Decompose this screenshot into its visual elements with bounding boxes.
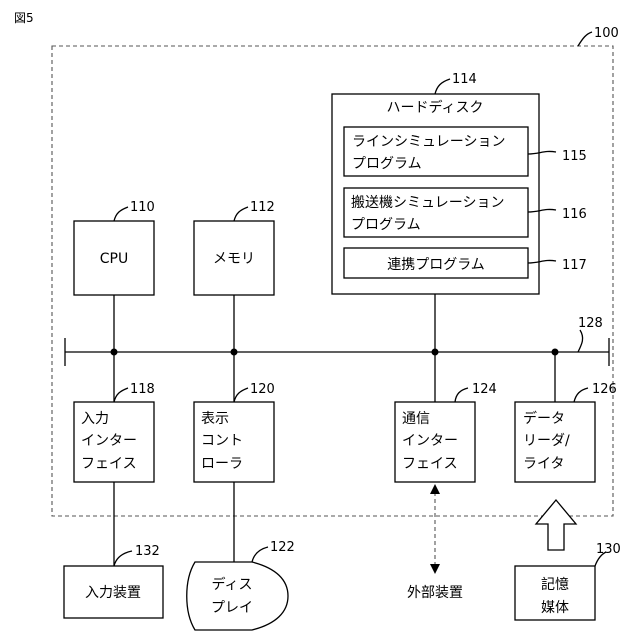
display-label-2: プレイ [211, 600, 253, 616]
input-if-label-2: インター [81, 433, 137, 449]
ref-conveyor-sim: 116 [562, 207, 587, 222]
hdd-leader [435, 79, 450, 94]
insert-arrow-icon [536, 500, 576, 550]
memory-leader [234, 207, 248, 221]
input-device-label: 入力装置 [85, 585, 141, 601]
ref-display: 122 [270, 540, 295, 555]
conveyor-sim-label-2: プログラム [351, 217, 421, 233]
line-sim-label-2: プログラム [352, 156, 422, 172]
ref-link-prog: 117 [562, 258, 587, 273]
display-ctrl-leader [234, 388, 248, 402]
ref-input-device: 132 [135, 544, 160, 559]
junction-dot [231, 349, 238, 356]
input-if-label-3: フェイス [81, 456, 137, 472]
display-ctrl-label-1: 表示 [201, 411, 229, 427]
cpu-label: CPU [100, 251, 128, 267]
medium-label-2: 媒体 [541, 600, 569, 616]
reader-writer-leader [574, 388, 588, 402]
input-device-leader [114, 551, 132, 566]
display-label-1: ディス [211, 576, 252, 593]
input-if-label-1: 入力 [81, 411, 109, 427]
display-shape [187, 562, 288, 630]
figure-label: 図5 [14, 11, 34, 25]
arrow-down-icon [430, 564, 440, 574]
display-leader [252, 547, 268, 562]
junction-dot [432, 349, 439, 356]
ref-display-ctrl: 120 [250, 382, 275, 397]
ref-reader-writer: 126 [592, 382, 617, 397]
input-if-leader [114, 388, 128, 402]
medium-label-1: 記憶 [541, 576, 569, 593]
junction-dot [111, 349, 118, 356]
ref-medium: 130 [596, 542, 621, 557]
ref-hdd: 114 [452, 72, 477, 87]
ref-memory: 112 [250, 200, 275, 215]
reader-writer-label-2: リーダ/ [523, 433, 570, 449]
conveyor-sim-label-1: 搬送機シミュレーション [351, 195, 504, 211]
reader-writer-label-3: ライタ [523, 456, 564, 472]
external-device-label: 外部装置 [407, 585, 463, 601]
display-ctrl-label-3: ローラ [201, 456, 243, 472]
ref-system: 100 [594, 26, 619, 41]
arrow-up-icon [430, 484, 440, 494]
bus-leader [578, 330, 583, 352]
ref-comm-if: 124 [472, 382, 497, 397]
reader-writer-label-1: データ [523, 410, 565, 427]
ref-cpu: 110 [130, 200, 155, 215]
ref-input-if: 118 [130, 382, 155, 397]
line-sim-label-1: ラインシミュレーション [352, 134, 505, 150]
memory-label: メモリ [213, 251, 255, 267]
ref-bus: 128 [578, 316, 603, 331]
ref-line-sim: 115 [562, 149, 587, 164]
cpu-leader [114, 207, 128, 221]
comm-if-label-2: インター [402, 433, 458, 449]
hdd-label: ハードディスク [386, 99, 483, 116]
display-ctrl-label-2: コント [201, 433, 243, 449]
comm-if-label-1: 通信 [402, 411, 430, 427]
junction-dot [552, 349, 559, 356]
comm-if-leader [455, 388, 468, 402]
link-prog-label: 連携プログラム [387, 257, 485, 273]
system-leader [578, 32, 592, 46]
comm-if-label-3: フェイス [402, 456, 458, 472]
